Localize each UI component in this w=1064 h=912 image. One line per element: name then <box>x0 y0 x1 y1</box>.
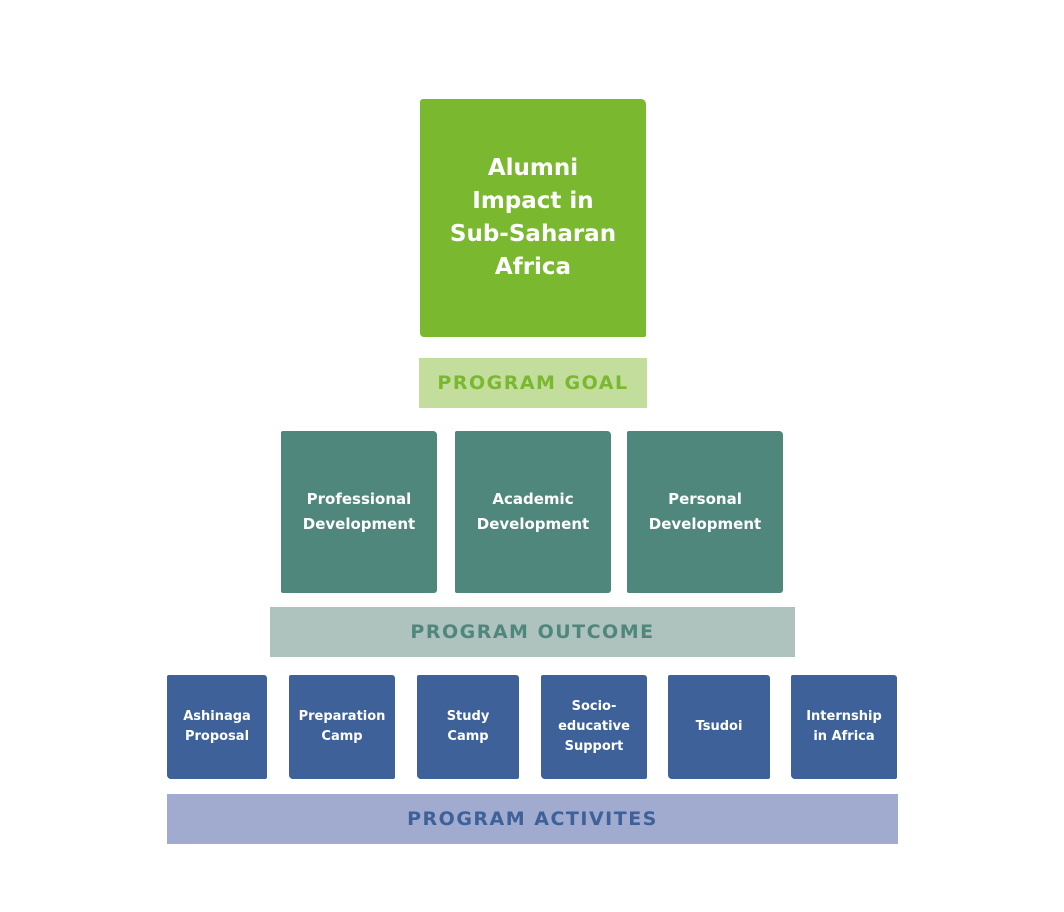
activity-box-socio-educative-support: Socio- educative Support <box>541 675 647 779</box>
outcome-box-label: Academic Development <box>476 490 590 533</box>
goal-box: Alumni Impact in Sub-Saharan Africa <box>420 99 646 337</box>
program-activities-label: PROGRAM ACTIVITES <box>407 808 658 830</box>
activity-box-tsudoi: Tsudoi <box>668 675 770 779</box>
activity-box-label: Socio- educative Support <box>558 699 630 754</box>
program-outcome-label: PROGRAM OUTCOME <box>410 621 655 643</box>
program-goal-band: PROGRAM GOAL <box>419 358 647 408</box>
outcome-box-label: Personal Development <box>648 490 762 533</box>
program-goal-label: PROGRAM GOAL <box>437 372 629 394</box>
goal-box-label: Alumni Impact in Sub-Saharan Africa <box>449 155 617 280</box>
outcome-box-academic: Academic Development <box>455 431 611 593</box>
activity-box-label: Preparation Camp <box>298 709 386 744</box>
activity-box-label: Ashinaga Proposal <box>183 709 251 744</box>
outcome-box-personal: Personal Development <box>627 431 783 593</box>
activity-box-label: Study Camp <box>446 709 490 744</box>
activity-box-internship-in-africa: Internship in Africa <box>791 675 897 779</box>
activity-box-study-camp: Study Camp <box>417 675 519 779</box>
activity-box-label: Tsudoi <box>695 719 743 734</box>
program-activities-band: PROGRAM ACTIVITES <box>167 794 898 844</box>
activity-box-ashinaga-proposal: Ashinaga Proposal <box>167 675 267 779</box>
activity-box-label: Internship in Africa <box>806 709 882 744</box>
outcome-box-professional: Professional Development <box>281 431 437 593</box>
outcome-box-label: Professional Development <box>302 490 416 533</box>
program-outcome-band: PROGRAM OUTCOME <box>270 607 795 657</box>
activity-box-preparation-camp: Preparation Camp <box>289 675 395 779</box>
